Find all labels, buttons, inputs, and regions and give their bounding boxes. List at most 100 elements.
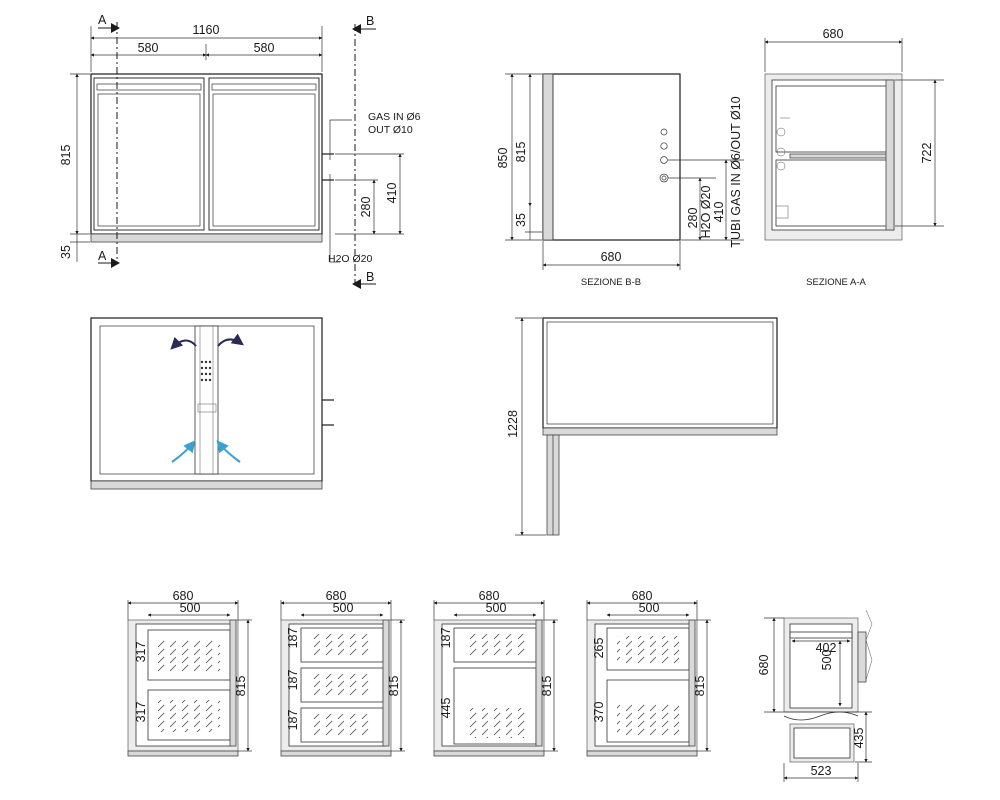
- bb-h2o: H2O Ø20: [699, 186, 713, 239]
- section-b-label-top: B: [366, 14, 374, 28]
- drawer-config-1: 680 500 317 317 815: [127, 589, 252, 757]
- gas-out-label: OUT Ø10: [368, 124, 413, 136]
- top-center-module: [194, 325, 219, 475]
- cfg2-d3: 187: [286, 710, 300, 731]
- cfg3-door: [535, 619, 543, 747]
- drawer-config-2: 680 500 187 187 187 815: [280, 589, 405, 757]
- detail-dim-402: 402: [816, 641, 837, 655]
- bb-port-3: [660, 156, 668, 164]
- detail-dim-523: 523: [811, 764, 832, 778]
- section-a-label-bottom: A: [98, 249, 107, 263]
- cfg1-d1: 317: [134, 642, 148, 663]
- front-view: 1160 580 580 A A B B 815: [59, 13, 421, 289]
- bb-port-h2o-inner: [661, 175, 667, 181]
- dim-1160: 1160: [193, 23, 220, 37]
- bb-dim-850: 850: [496, 148, 510, 169]
- cfg2-d1: 187: [286, 628, 300, 649]
- handle-right: [211, 83, 317, 91]
- cfg2-d2: 187: [286, 670, 300, 691]
- cfg2-drawer-3-vent: [311, 714, 373, 736]
- cfg2-dim-500: 500: [333, 601, 354, 615]
- h2o-label: H2O Ø20: [328, 253, 373, 265]
- dim-580-left: 580: [138, 41, 159, 55]
- section-a-top-arrow: [111, 23, 120, 33]
- airflow-in-left-icon: [171, 440, 196, 463]
- bb-port-2: [660, 142, 668, 150]
- door-right: [208, 77, 320, 231]
- bb-caption: SEZIONE B-B: [581, 277, 641, 288]
- aa-shelf: [789, 153, 891, 159]
- bb-door-profile: [542, 73, 554, 241]
- cabinet-outline: [90, 73, 323, 235]
- aa-dim-722: 722: [920, 143, 934, 164]
- detail-side-rail: [857, 631, 867, 683]
- cfg4-drawer-2-vent: [617, 704, 679, 736]
- cfg3-dim-815: 815: [540, 676, 554, 697]
- bb-port-h2o: [659, 173, 669, 183]
- section-a-label-top: A: [98, 13, 107, 27]
- bb-port-1: [660, 128, 668, 136]
- cfg2-dim-815: 815: [387, 676, 401, 697]
- aa-caption: SEZIONE A-A: [806, 277, 866, 288]
- detail-dim-435: 435: [852, 728, 866, 749]
- drawer-detail: 680 402 500 435 523: [757, 609, 873, 782]
- aa-component-2: [776, 147, 786, 157]
- bb-dim-815: 815: [514, 142, 528, 163]
- dim-35: 35: [59, 245, 73, 259]
- cfg4-d1: 265: [592, 638, 606, 659]
- section-a-bottom-arrow: [111, 258, 120, 268]
- side-open-view: 1228: [506, 317, 778, 536]
- open-base-bar: [542, 427, 778, 436]
- cfg1-door: [229, 619, 237, 747]
- gas-leader: [329, 119, 352, 148]
- door-left: [93, 77, 205, 231]
- dim-410: 410: [385, 183, 399, 204]
- cfg4-plinth: [586, 750, 698, 757]
- cfg2-dim-680: 680: [326, 589, 347, 603]
- bb-body: [542, 73, 681, 241]
- cfg4-dim-680: 680: [632, 589, 653, 603]
- top-plinth: [90, 480, 323, 490]
- cfg3-dim-500: 500: [486, 601, 507, 615]
- detail-dim-680: 680: [757, 655, 771, 676]
- cfg4-dim-500: 500: [639, 601, 660, 615]
- bb-tubi: TUBI GAS IN Ø6/OUT Ø10: [729, 96, 743, 247]
- aa-compartment-bottom: [775, 159, 891, 227]
- cfg3-plinth: [433, 750, 545, 757]
- airflow-out-right-icon: [217, 333, 244, 347]
- cfg3-drawer-2-vent: [464, 708, 526, 738]
- section-aa-view: 680 722 SEZIONE A-A: [764, 27, 944, 288]
- aa-box: [775, 205, 789, 219]
- gas-in-label: GAS IN Ø6: [368, 111, 421, 123]
- open-lid-inner: [546, 321, 774, 425]
- cfg4-door: [688, 619, 696, 747]
- top-vent-dots: [200, 360, 212, 382]
- open-dim-1228: 1228: [506, 410, 520, 438]
- dim-280: 280: [359, 197, 373, 218]
- bb-dim-280: 280: [686, 208, 700, 229]
- cfg2-drawer-1-vent: [311, 634, 373, 656]
- detail-break: [783, 711, 859, 721]
- cfg1-dim-815: 815: [234, 676, 248, 697]
- airflow-out-left-icon: [170, 336, 197, 350]
- cfg4-dim-815: 815: [693, 676, 707, 697]
- cfg4-drawer-1-vent: [617, 636, 679, 664]
- drawer-config-3: 680 500 187 445 815: [433, 589, 558, 757]
- aa-component-1: [776, 127, 786, 137]
- aa-component-3: [776, 161, 786, 171]
- cfg2-door: [382, 619, 390, 747]
- cfg1-plinth: [127, 750, 239, 757]
- section-b-label-bottom: B: [366, 270, 374, 284]
- cfg2-drawer-2-vent: [311, 674, 373, 696]
- cfg3-drawer-1-vent: [464, 634, 526, 656]
- detail-rail: [789, 631, 853, 639]
- cfg1-dim-500: 500: [180, 601, 201, 615]
- handle-left: [96, 83, 202, 91]
- drawer-config-4: 680 500 265 370 815: [586, 589, 711, 757]
- cfg4-d2: 370: [592, 702, 606, 723]
- detail-dim-500: 500: [820, 650, 834, 671]
- door-panel-left: [97, 93, 201, 227]
- bb-dim-410: 410: [712, 202, 726, 223]
- door-panel-right: [212, 93, 316, 227]
